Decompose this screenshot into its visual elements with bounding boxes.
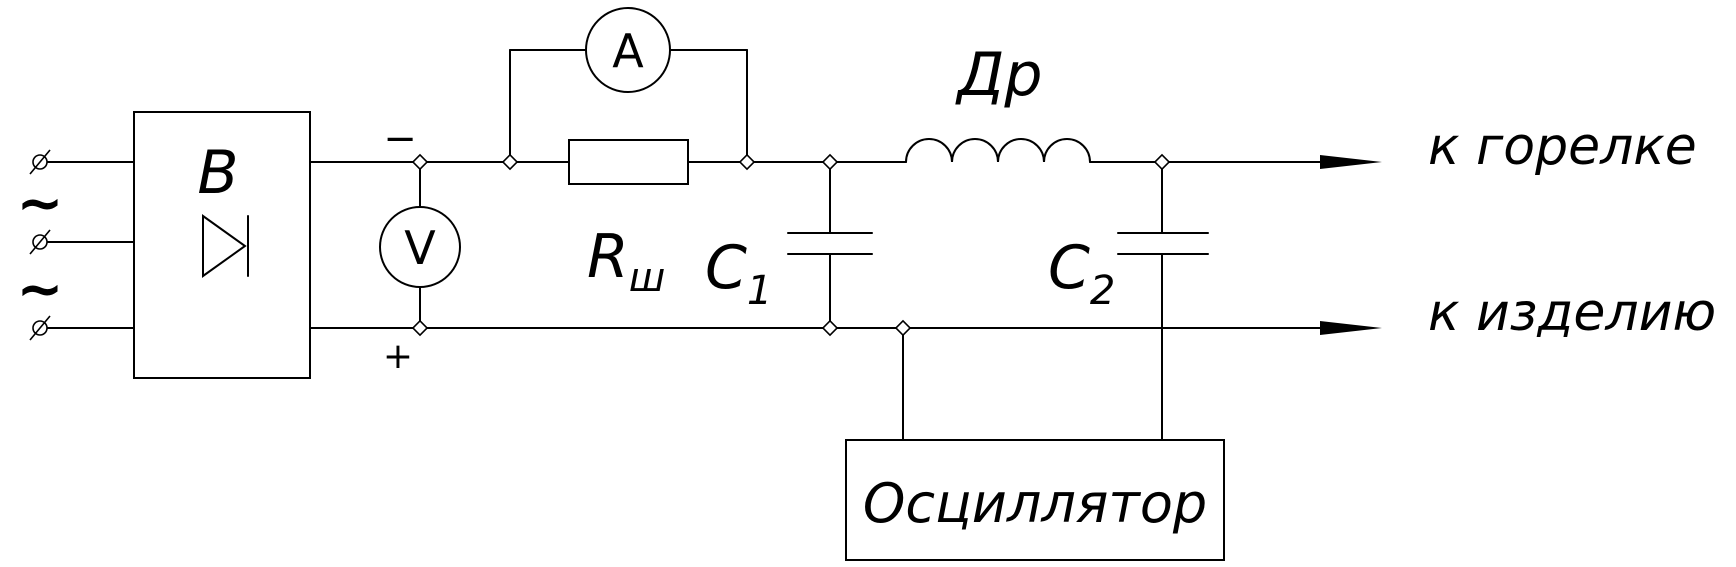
choke-label: Др <box>955 40 1043 110</box>
c1-label: C1 <box>705 233 772 314</box>
shunt-label: Rш <box>587 222 665 301</box>
output-label-torch: к горелке <box>1428 117 1697 177</box>
oscillator-block <box>845 439 1225 561</box>
junction-dots <box>411 153 1171 337</box>
choke-inductor <box>905 138 1091 163</box>
wiring <box>309 49 1321 441</box>
ammeter-label: A <box>612 24 644 78</box>
ammeter <box>585 7 671 93</box>
ac-symbol-1: ~ <box>17 171 64 236</box>
shunt-resistor <box>568 139 689 185</box>
arrow-to-torch-icon <box>1320 155 1382 169</box>
rectifier-label: B <box>197 138 238 208</box>
minus-sign: − <box>383 116 417 162</box>
c2-label: C2 <box>1048 233 1115 314</box>
ac-symbol-2: ~ <box>17 257 64 322</box>
capacitor-c2 <box>1117 232 1209 255</box>
capacitor-c1 <box>787 232 873 255</box>
output-label-workpiece: к изделию <box>1428 283 1716 343</box>
plus-sign: + <box>383 336 413 377</box>
voltmeter <box>379 206 461 288</box>
oscillator-label: Осциллятор <box>863 472 1207 535</box>
diode-icon <box>202 214 249 278</box>
arrow-to-workpiece-icon <box>1320 321 1382 335</box>
voltmeter-label: V <box>404 221 436 275</box>
rectifier-block <box>133 111 311 379</box>
input-terminals <box>29 149 135 341</box>
